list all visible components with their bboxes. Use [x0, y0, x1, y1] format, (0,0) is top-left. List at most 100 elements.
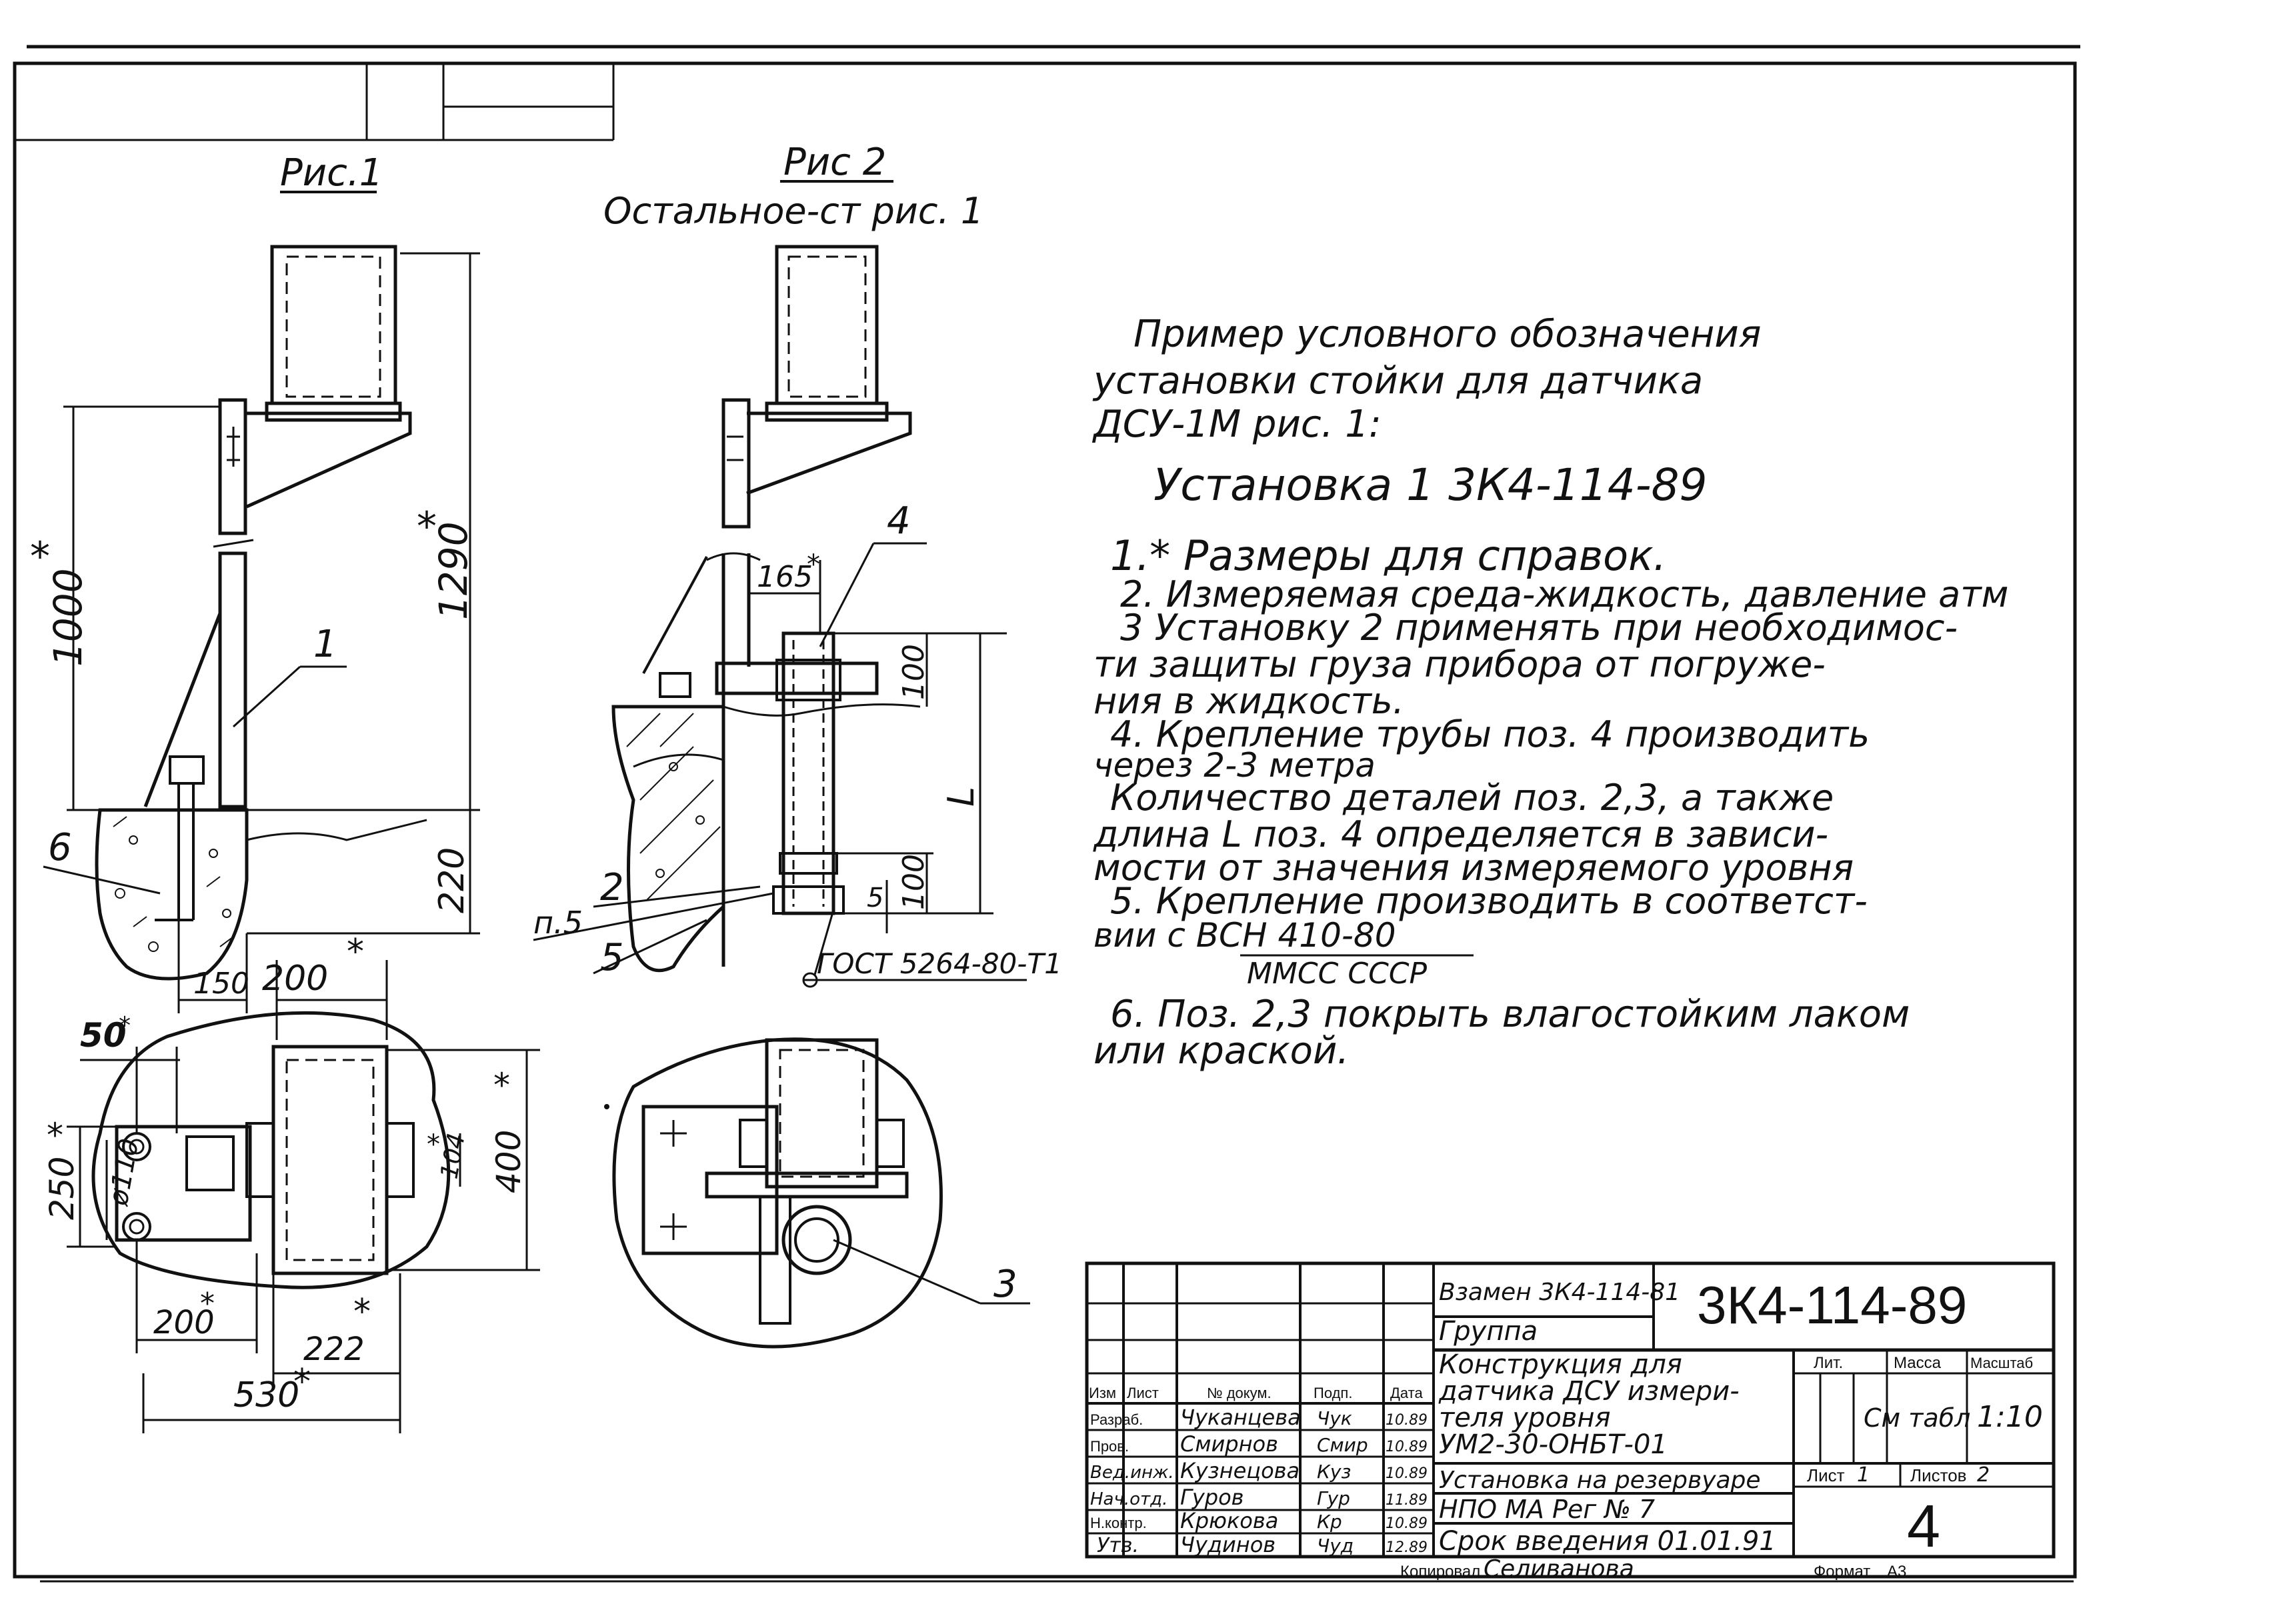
- row-name: Чудинов: [1180, 1532, 1276, 1557]
- intro-date: Срок введения 01.01.91: [1439, 1526, 1776, 1557]
- sheets-label: Листов: [1910, 1465, 1966, 1485]
- ref-p5-label: п.5: [533, 905, 583, 941]
- sheet-label: Лист: [1807, 1465, 1845, 1485]
- pos-5-label: 5: [600, 936, 624, 979]
- row-sign: Чук: [1317, 1407, 1352, 1429]
- note-4-qty-cont-1: длина L поз. 4 определяется в зависи-: [1093, 813, 1828, 855]
- title-block: Изм Лист № докум. Подп. Дата Разраб. Чук…: [1085, 1261, 2056, 1583]
- dim-200-top-star: *: [347, 932, 364, 972]
- note-5-org: ММСС СССР: [1247, 957, 1428, 991]
- designation-example: Установка 1 3К4-114-89: [1154, 459, 1708, 511]
- dim-220: 220: [432, 847, 472, 913]
- note-4-qty: Количество деталей поз. 2,3, а также: [1110, 777, 1834, 819]
- sheet-value: 1: [1857, 1463, 1870, 1487]
- fig2-title: Рис 2: [783, 141, 886, 184]
- dim-100-top: 100: [897, 644, 931, 700]
- plan-view-2: 3: [604, 1037, 1030, 1349]
- hdr-izm: Изм: [1089, 1385, 1116, 1401]
- pos-1-label: 1: [313, 623, 337, 666]
- dim-250-star: *: [47, 1116, 63, 1155]
- note-3-cont-1: ти защиты груза прибора от погруже-: [1093, 643, 1826, 685]
- dim-400-star: *: [493, 1066, 510, 1105]
- note-3-cont-2: ния в жидкость.: [1093, 680, 1404, 722]
- row-sign: Кр: [1317, 1511, 1342, 1533]
- row-role: Н.контр.: [1090, 1515, 1147, 1531]
- pos-3-label: 3: [993, 1263, 1017, 1306]
- note-4-qty-cont-2: мости от значения измеряемого уровня: [1093, 847, 1854, 889]
- row-role: Пров.: [1090, 1438, 1129, 1455]
- row-name: Гуров: [1180, 1485, 1244, 1510]
- dim-50-star: *: [119, 1012, 131, 1039]
- product-name-line-1: Конструкция для: [1439, 1349, 1682, 1380]
- row-name: Смирнов: [1180, 1431, 1278, 1457]
- dim-1290-star: *: [417, 503, 437, 550]
- dim-200-bottom-star: *: [200, 1287, 215, 1321]
- example-line-3: ДСУ-1М рис. 1:: [1091, 403, 1382, 446]
- org-label: НПО МА Рег № 7: [1439, 1495, 1655, 1524]
- copier-name: Селиванова: [1484, 1555, 1634, 1583]
- dim-50: 50: [80, 1016, 127, 1055]
- dim-222: 222: [303, 1331, 365, 1368]
- document-number: 3К4-114-89: [1697, 1275, 1967, 1335]
- hdr-list: Лист: [1127, 1385, 1159, 1401]
- format-label: Формат: [1814, 1563, 1870, 1581]
- dim-530: 530: [233, 1375, 299, 1415]
- hdr-date: Дата: [1390, 1385, 1423, 1401]
- mass-header: Масса: [1894, 1354, 1942, 1372]
- figure-2-side-view: Рис 2 Остальное-ст рис. 1: [533, 141, 1062, 988]
- dim-165-star: *: [807, 549, 820, 580]
- dim-200-bottom: 200: [153, 1304, 215, 1341]
- scale-header: Масштаб: [1970, 1355, 2033, 1371]
- dim-L: L: [940, 787, 982, 807]
- note-6: 6. Поз. 2,3 покрыть влагостойким лаком: [1110, 993, 1910, 1036]
- example-line-2: установки стойки для датчика: [1092, 359, 1703, 403]
- mass-value: См табл: [1864, 1403, 1970, 1433]
- row-sign: Смир: [1317, 1434, 1368, 1456]
- row-role: Разраб.: [1090, 1411, 1143, 1428]
- sheet-frame: [13, 45, 2080, 1583]
- hdr-sign: Подп.: [1314, 1385, 1352, 1401]
- dim-d110: ø110: [103, 1136, 145, 1208]
- row-sign: Чуд: [1317, 1535, 1354, 1557]
- fig1-title: Рис.1: [280, 151, 383, 195]
- note-3: 3 Установку 2 применять при необходимос-: [1120, 607, 1958, 649]
- row-sign: Гур: [1317, 1487, 1350, 1509]
- concrete-hatch: [113, 816, 234, 952]
- signature-rows: Разраб. Чуканцева Чук 10.89 Пров. Смирно…: [1090, 1405, 1428, 1557]
- note-5-cont: вии с ВСН 410-80: [1093, 916, 1396, 955]
- note-5: 5. Крепление производить в соответст-: [1110, 880, 1868, 922]
- note-1: 1.* Размеры для справок.: [1110, 531, 1666, 580]
- dim-1000-star: *: [30, 533, 50, 580]
- row-name: Кузнецова: [1180, 1458, 1300, 1483]
- row-role: Нач.отд.: [1090, 1489, 1168, 1509]
- dim-104-star: *: [427, 1129, 440, 1160]
- dim-5: 5: [867, 883, 883, 913]
- big-number: 4: [1907, 1493, 1940, 1560]
- pos-4-label: 4: [887, 499, 911, 543]
- row-role: Вед.инж.: [1090, 1463, 1174, 1483]
- lit-header: Лит.: [1814, 1354, 1843, 1372]
- pos-2-label: 2: [600, 866, 624, 909]
- sheets-value: 2: [1977, 1463, 1990, 1487]
- pos-6-label: 6: [48, 826, 72, 869]
- dim-104: 104: [435, 1131, 470, 1181]
- dim-200-top: 200: [262, 959, 328, 999]
- dim-250: 250: [43, 1157, 81, 1220]
- row-name: Чуканцева: [1180, 1405, 1301, 1430]
- install-label: Установка на резервуаре: [1439, 1467, 1761, 1494]
- dim-530-star: *: [293, 1362, 311, 1402]
- dim-1290: 1290: [431, 521, 476, 620]
- copied-label: Копировал: [1400, 1563, 1480, 1581]
- figure-1-side-view: Рис.1: [30, 151, 480, 1013]
- weld-gost-label: ГОСТ 5264-80-Т1: [817, 947, 1062, 980]
- fig2-subtitle: Остальное-ст рис. 1: [603, 190, 983, 232]
- row-role: Утв.: [1097, 1534, 1139, 1557]
- row-date: 12.89: [1386, 1539, 1428, 1556]
- row-date: 10.89: [1386, 1412, 1428, 1429]
- dim-165: 165: [757, 560, 813, 594]
- format-value: А3: [1887, 1563, 1906, 1581]
- dim-222-star: *: [353, 1292, 371, 1332]
- hdr-doc: № докум.: [1207, 1385, 1272, 1401]
- fig2-concrete-hatch: [626, 713, 721, 901]
